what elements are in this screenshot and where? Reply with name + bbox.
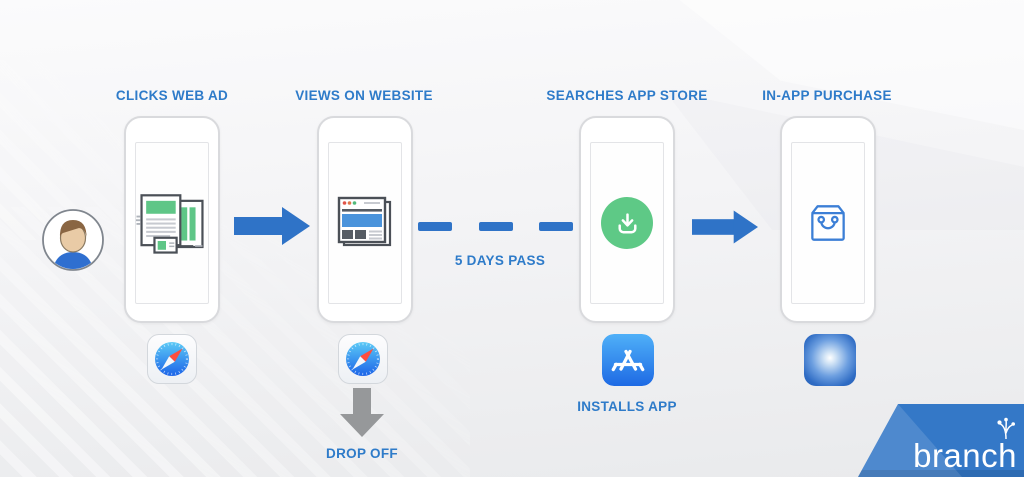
web-ad-documents-icon [136,194,204,254]
step-label-in-app-purchase: IN-APP PURCHASE [762,88,892,103]
step-label-clicks-web-ad: CLICKS WEB AD [115,88,229,103]
branch-logo-banner: branch [858,404,1024,477]
download-circle-icon [601,197,653,249]
phone-screen [328,142,402,304]
phone-views-on-website [317,116,413,323]
right-arrow [692,210,758,244]
step-label-searches-app-store: SEARCHES APP STORE [546,88,708,103]
phone-in-app-purchase [780,116,876,323]
right-arrow [234,207,310,245]
dashed-connector-segment [479,222,513,231]
background-wedge [679,0,1024,130]
app-store-icon [602,334,654,386]
browser-page-icon [337,196,392,247]
phone-clicks-web-ad [124,116,220,323]
phone-screen [135,142,209,304]
installs-app-label: INSTALLS APP [577,399,677,414]
installed-app-glow-icon [804,334,856,386]
phone-screen [590,142,664,304]
five-days-pass-label: 5 DAYS PASS [454,253,546,268]
dashed-connector-segment [539,222,573,231]
phone-screen [791,142,865,304]
drop-off-label: DROP OFF [326,446,398,461]
step-label-views-on-website: VIEWS ON WEBSITE [295,88,433,103]
safari-icon [147,334,197,384]
drop-off-arrow [340,388,384,437]
dashed-connector-segment [418,222,452,231]
phone-searches-app-store [579,116,675,323]
branch-sprig-icon [997,417,1015,439]
user-avatar [42,209,104,271]
banner-bottom-strip [858,470,1024,477]
safari-icon [338,334,388,384]
branch-logo-text: branch [913,437,1017,474]
shopping-bag-icon [811,205,845,241]
